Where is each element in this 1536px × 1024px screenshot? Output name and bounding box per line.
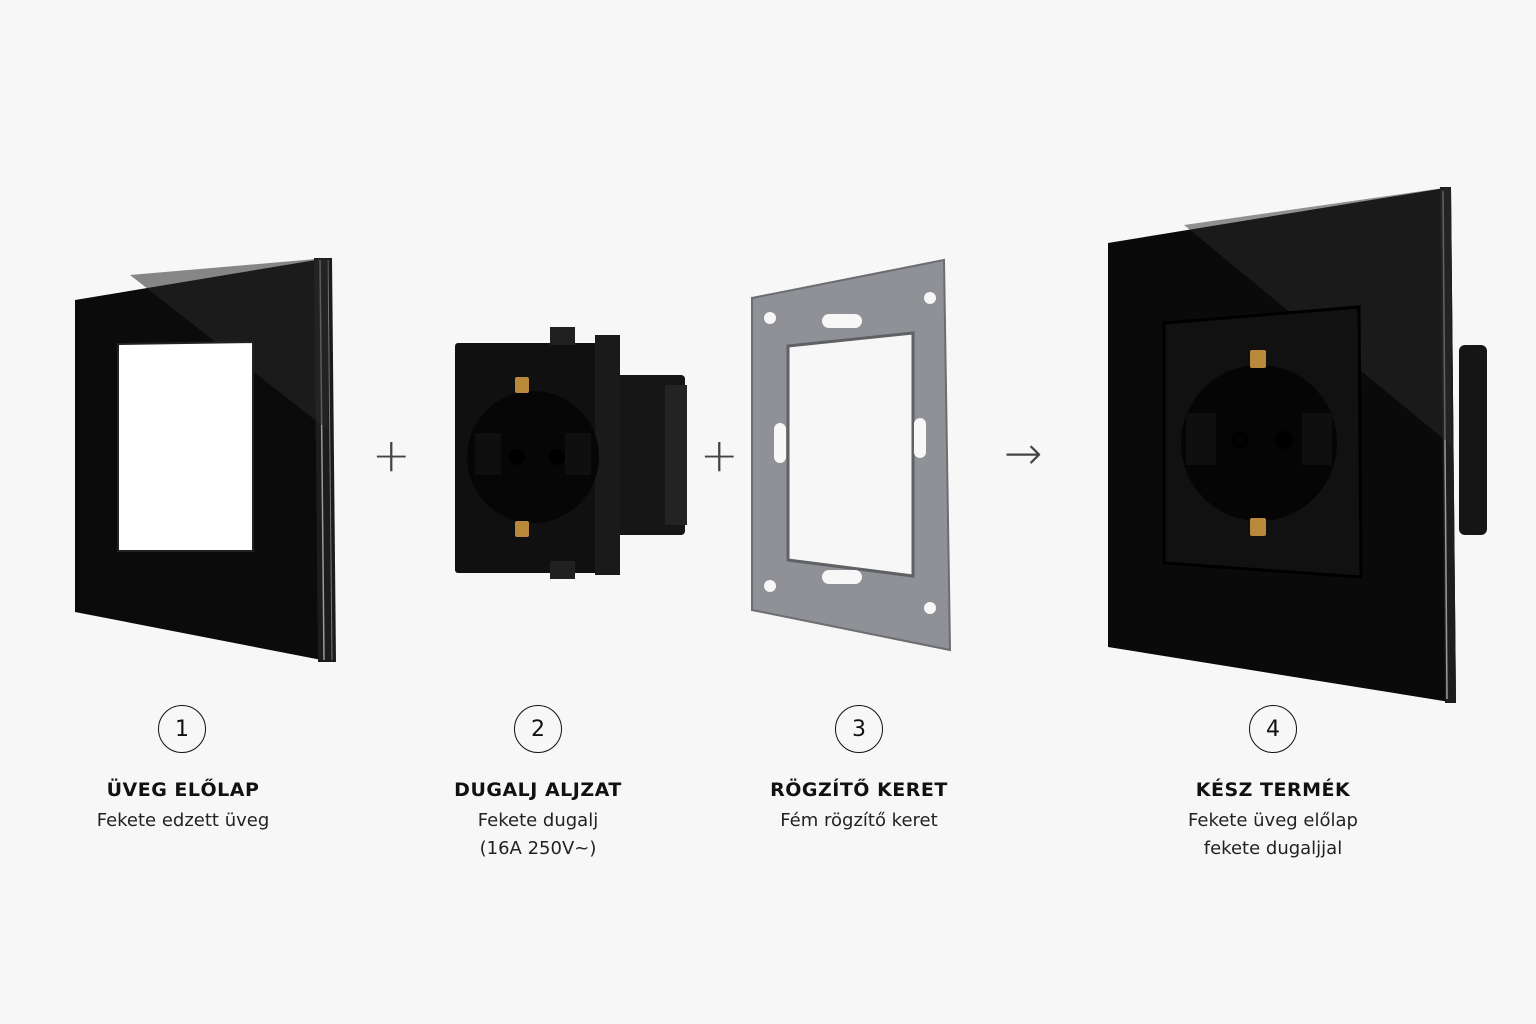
- step-number: 1: [175, 716, 189, 742]
- plus-operator-2: +: [700, 428, 739, 482]
- step-title: KÉSZ TERMÉK: [1195, 779, 1351, 801]
- step-description: fekete dugaljjal: [1203, 838, 1343, 859]
- step-title: DUGALJ ALJZAT: [454, 779, 622, 801]
- step-caption-1: ÜVEG ELŐLAP Fekete edzett üveg: [33, 779, 333, 835]
- glass-frame-image: [75, 258, 336, 662]
- step-number: 4: [1266, 716, 1280, 742]
- step-number: 3: [852, 716, 866, 742]
- step-badge-4: 4: [1249, 705, 1297, 753]
- metal-mounting-frame-image: [751, 258, 952, 652]
- socket-insert-image: [455, 327, 687, 579]
- step-description: (16A 250V~): [479, 838, 597, 859]
- step-caption-3: RÖGZÍTŐ KERET Fém rögzítő keret: [709, 779, 1009, 835]
- finished-socket-image: [1108, 187, 1487, 703]
- step-description: Fekete edzett üveg: [96, 810, 270, 831]
- step-caption-2: DUGALJ ALJZAT Fekete dugalj (16A 250V~): [388, 779, 688, 863]
- step-badge-1: 1: [158, 705, 206, 753]
- step-badge-3: 3: [835, 705, 883, 753]
- plus-operator-1: +: [372, 428, 411, 482]
- step-title: RÖGZÍTŐ KERET: [770, 779, 948, 801]
- step-description: Fém rögzítő keret: [780, 810, 938, 831]
- arrow-operator: →: [1004, 426, 1043, 480]
- step-caption-4: KÉSZ TERMÉK Fekete üveg előlap fekete du…: [1123, 779, 1423, 863]
- step-description: Fekete üveg előlap: [1188, 810, 1358, 831]
- step-description: Fekete dugalj: [477, 810, 599, 831]
- step-title: ÜVEG ELŐLAP: [106, 779, 260, 801]
- step-badge-2: 2: [514, 705, 562, 753]
- step-number: 2: [531, 716, 545, 742]
